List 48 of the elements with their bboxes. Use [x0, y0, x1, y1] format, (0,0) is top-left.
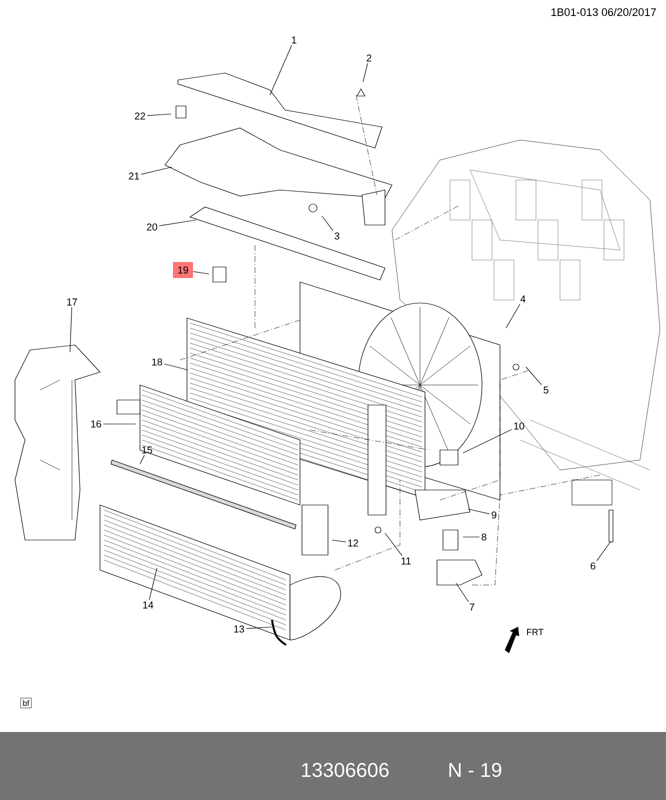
- callout-number: 3: [334, 232, 340, 240]
- callout-number: 5: [544, 386, 548, 394]
- direction-label: FRT: [527, 628, 544, 636]
- callout-number: 4: [520, 296, 526, 302]
- callout-number: 22: [134, 112, 146, 120]
- leader-line: [468, 508, 490, 514]
- leader-line: [192, 271, 210, 274]
- leader-line: [596, 540, 612, 562]
- leader-line: [322, 216, 334, 232]
- leader-line: [140, 166, 172, 175]
- callout-number: 1: [292, 36, 296, 44]
- date-code: 1B01-013 06/20/2017: [551, 8, 656, 16]
- leader-line: [158, 220, 196, 226]
- page-number: N - 19: [449, 762, 502, 778]
- callout-number: 13: [234, 625, 244, 633]
- leader-line: [384, 532, 402, 556]
- callout-number: 14: [143, 602, 154, 608]
- callout-number: 16: [91, 420, 102, 428]
- callout-number: 17: [67, 298, 78, 306]
- leader-line: [270, 44, 292, 96]
- callout-number: 7: [470, 604, 474, 610]
- leader-line: [148, 568, 158, 600]
- leader-line: [146, 114, 172, 116]
- callout-number: 9: [492, 511, 496, 519]
- callout-number: 18: [152, 358, 162, 366]
- callout-number: 15: [142, 446, 152, 454]
- leader-line: [526, 366, 542, 386]
- leader-line: [70, 306, 72, 352]
- part-number: 13306606: [302, 762, 389, 778]
- leader-line: [164, 364, 188, 370]
- callout-number: 6: [590, 562, 596, 570]
- leader-line: [332, 540, 346, 542]
- code-box: bf: [20, 698, 32, 708]
- callout-number: 10: [514, 422, 524, 430]
- leader-line: [140, 454, 145, 464]
- callout-number: 11: [402, 558, 411, 564]
- leader-line: [362, 62, 368, 82]
- callout-number: 8: [482, 533, 486, 541]
- callout-number: 12: [348, 540, 358, 546]
- callout-number: 21: [128, 172, 140, 180]
- leader-line: [456, 582, 469, 602]
- callout-number: 19: [173, 262, 193, 278]
- leader-line: [462, 536, 480, 538]
- leader-line: [246, 626, 272, 629]
- callout-number: 2: [366, 54, 372, 62]
- leader-line: [462, 429, 512, 454]
- leader-line: [506, 304, 520, 328]
- callout-number: 20: [146, 223, 158, 231]
